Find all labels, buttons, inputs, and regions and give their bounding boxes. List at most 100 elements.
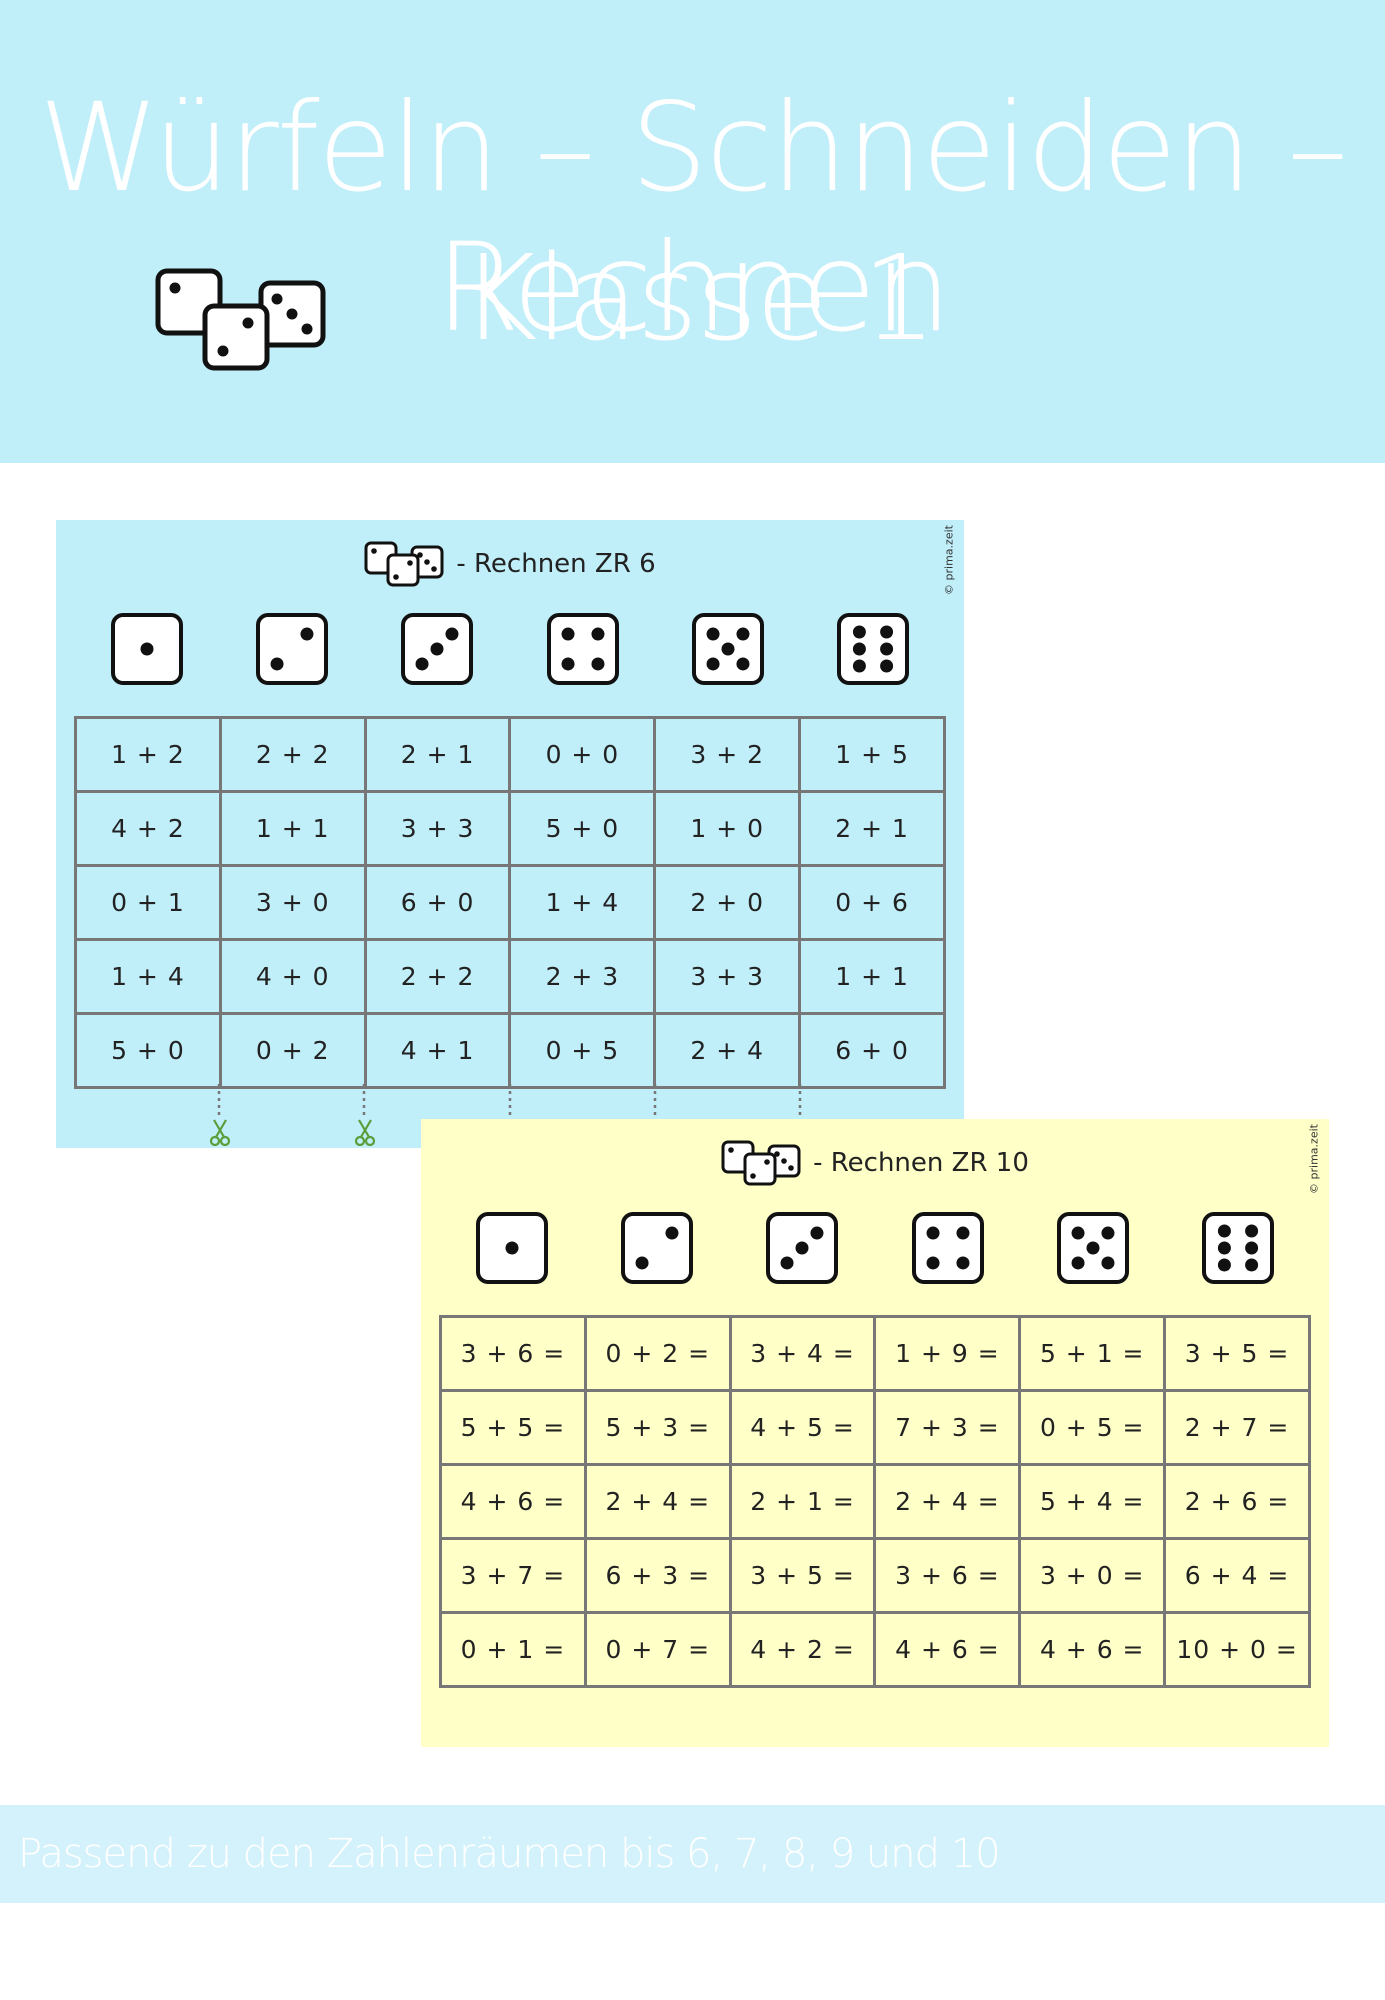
task-cell: 3 + 5 =: [728, 1537, 877, 1614]
task-cell: 1 + 1: [218, 790, 367, 867]
die-face-4-icon: [510, 610, 655, 688]
task-cell: 1 + 2: [74, 716, 222, 793]
die-face-6-icon: [1166, 1209, 1311, 1287]
task-cell: 4 + 2: [74, 790, 222, 867]
cut-guides: [217, 1084, 802, 1118]
task-cell: 4 + 6 =: [439, 1463, 587, 1540]
task-cell: 2 + 7 =: [1163, 1389, 1311, 1466]
task-cell: 4 + 5 =: [728, 1389, 877, 1466]
task-cell: 3 + 6 =: [873, 1537, 1022, 1614]
task-cell: 1 + 5: [798, 716, 946, 793]
task-cell: 0 + 5: [508, 1012, 657, 1089]
sheet-title-text: - Rechnen ZR 6: [456, 549, 656, 579]
page-title: Würfeln – Schneiden – Rechnen: [38, 77, 1348, 359]
dice-row: [439, 1209, 1311, 1287]
task-grid: 3 + 6 =0 + 2 =3 + 4 =1 + 9 =5 + 1 =3 + 5…: [439, 1315, 1311, 1688]
three-dice-icon: [155, 268, 326, 371]
scissors-icon: [354, 1119, 376, 1146]
task-row: 0 + 1 =0 + 7 =4 + 2 =4 + 6 =4 + 6 =10 + …: [439, 1611, 1311, 1688]
task-cell: 1 + 9 =: [873, 1315, 1022, 1392]
task-cell: 3 + 5 =: [1163, 1315, 1311, 1392]
task-row: 3 + 6 =0 + 2 =3 + 4 =1 + 9 =5 + 1 =3 + 5…: [439, 1315, 1311, 1392]
task-cell: 6 + 3 =: [583, 1537, 732, 1614]
three-dice-icon: [364, 541, 444, 587]
task-cell: 3 + 3: [653, 938, 802, 1015]
task-cell: 10 + 0 =: [1163, 1611, 1311, 1688]
die-face-5-icon: [1020, 1209, 1165, 1287]
task-cell: 2 + 6 =: [1163, 1463, 1311, 1540]
task-cell: 3 + 2: [653, 716, 802, 793]
task-cell: 2 + 2: [218, 716, 367, 793]
task-cell: 2 + 2: [363, 938, 512, 1015]
task-cell: 0 + 6: [798, 864, 946, 941]
task-cell: 5 + 3 =: [583, 1389, 732, 1466]
task-cell: 2 + 4 =: [583, 1463, 732, 1540]
copyright-note: © prima.zeit: [1307, 1124, 1321, 1194]
task-cell: 2 + 1: [363, 716, 512, 793]
task-cell: 1 + 0: [653, 790, 802, 867]
task-cell: 5 + 0: [74, 1012, 222, 1089]
task-row: 5 + 5 =5 + 3 =4 + 5 =7 + 3 =0 + 5 =2 + 7…: [439, 1389, 1311, 1466]
task-cell: 4 + 2 =: [728, 1611, 877, 1688]
die-face-2-icon: [584, 1209, 729, 1287]
task-cell: 7 + 3 =: [873, 1389, 1022, 1466]
task-cell: 1 + 4: [74, 938, 222, 1015]
die-face-1-icon: [74, 610, 219, 688]
worksheet-zr10: - Rechnen ZR 10 © prima.zeit 3 + 6 =0 + …: [421, 1119, 1329, 1747]
task-cell: 3 + 6 =: [439, 1315, 587, 1392]
task-cell: 6 + 0: [798, 1012, 946, 1089]
page-subtitle: Klasse 1: [460, 229, 937, 367]
header-banner: Würfeln – Schneiden – Rechnen Klasse 1: [0, 0, 1385, 463]
die-face-3-icon: [365, 610, 510, 688]
task-row: 3 + 7 =6 + 3 =3 + 5 =3 + 6 =3 + 0 =6 + 4…: [439, 1537, 1311, 1614]
copyright-note: © prima.zeit: [942, 525, 956, 595]
sheet-title: - Rechnen ZR 6: [56, 538, 964, 590]
task-cell: 1 + 4: [508, 864, 657, 941]
sheet-title-text: - Rechnen ZR 10: [813, 1148, 1029, 1178]
die-face-4-icon: [875, 1209, 1020, 1287]
task-cell: 0 + 1: [74, 864, 222, 941]
sheet-title: - Rechnen ZR 10: [421, 1137, 1329, 1189]
task-cell: 5 + 5 =: [439, 1389, 587, 1466]
task-cell: 6 + 0: [363, 864, 512, 941]
scissors-icon: [209, 1119, 231, 1146]
task-row: 4 + 6 =2 + 4 =2 + 1 =2 + 4 =5 + 4 =2 + 6…: [439, 1463, 1311, 1540]
task-cell: 4 + 1: [363, 1012, 512, 1089]
task-cell: 6 + 4 =: [1163, 1537, 1311, 1614]
task-cell: 2 + 0: [653, 864, 802, 941]
task-cell: 5 + 1 =: [1018, 1315, 1167, 1392]
footer-text: Passend zu den Zahlenräumen bis 6, 7, 8,…: [18, 1831, 1001, 1877]
task-cell: 3 + 0: [218, 864, 367, 941]
task-cell: 0 + 1 =: [439, 1611, 587, 1688]
task-cell: 4 + 6 =: [873, 1611, 1022, 1688]
task-cell: 4 + 0: [218, 938, 367, 1015]
task-cell: 0 + 5 =: [1018, 1389, 1167, 1466]
task-cell: 5 + 0: [508, 790, 657, 867]
task-cell: 2 + 1: [798, 790, 946, 867]
task-cell: 3 + 3: [363, 790, 512, 867]
task-cell: 2 + 1 =: [728, 1463, 877, 1540]
task-cell: 4 + 6 =: [1018, 1611, 1167, 1688]
task-cell: 0 + 2 =: [583, 1315, 732, 1392]
task-cell: 2 + 4: [653, 1012, 802, 1089]
task-cell: 3 + 7 =: [439, 1537, 587, 1614]
task-cell: 0 + 2: [218, 1012, 367, 1089]
die-face-1-icon: [439, 1209, 584, 1287]
die-face-3-icon: [730, 1209, 875, 1287]
task-cell: 5 + 4 =: [1018, 1463, 1167, 1540]
task-cell: 3 + 0 =: [1018, 1537, 1167, 1614]
task-cell: 0 + 0: [508, 716, 657, 793]
task-cell: 3 + 4 =: [728, 1315, 877, 1392]
die-face-5-icon: [655, 610, 800, 688]
task-cell: 0 + 7 =: [583, 1611, 732, 1688]
die-face-6-icon: [801, 610, 946, 688]
dice-row: [74, 610, 946, 688]
footer-banner: Passend zu den Zahlenräumen bis 6, 7, 8,…: [0, 1805, 1385, 1903]
